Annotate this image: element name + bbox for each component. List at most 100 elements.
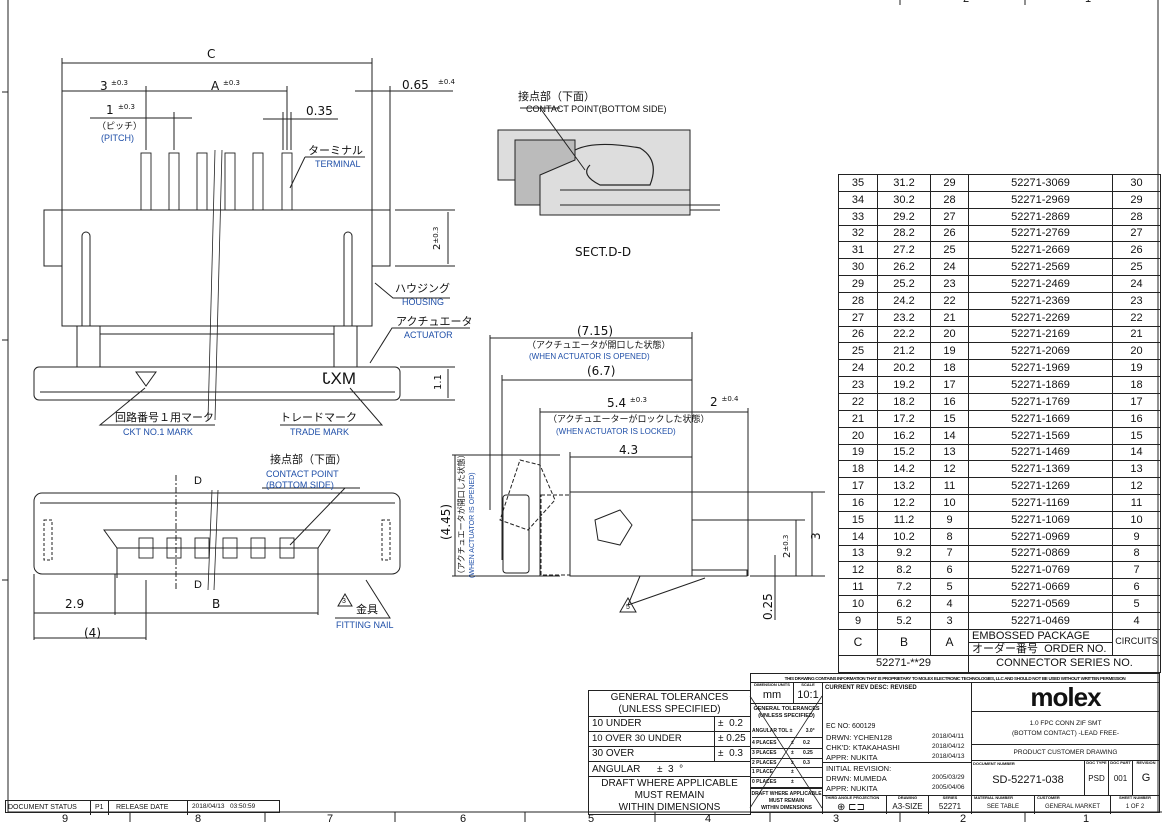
initial-revision — [823, 762, 971, 763]
cell-circuits: 10 — [1112, 510, 1161, 529]
opened-en-vertical: (WHEN ACTUATOR IS OPENED) — [469, 472, 476, 578]
cell-b: 17.2 — [877, 409, 931, 428]
zone-bottom: 7 — [327, 813, 334, 825]
proprietary-notice: THIS DRAWING CONTAINS INFORMATION THAT I… — [751, 674, 1159, 683]
series-number: 52271-**29 — [838, 654, 969, 673]
zone-bottom: 1 — [1083, 813, 1090, 825]
housing-outline — [61, 209, 373, 327]
cell-order: 52271-1969 — [968, 359, 1113, 378]
bottom-contact-en1: CONTACT POINT — [266, 469, 339, 479]
section-contact-en: CONTACT POINT(BOTTOM SIDE) — [526, 104, 667, 114]
dim-4: (4) — [84, 626, 101, 640]
material-number-value: SEE TABLE — [986, 804, 1020, 810]
description-line-2: (BOTTOM CONTACT) -LEAD FREE- — [1011, 730, 1119, 737]
cell-a: 8 — [930, 527, 969, 546]
dim-3: 3 — [100, 79, 108, 93]
cell-order: 52271-0769 — [968, 561, 1113, 580]
cell-b: 14.2 — [877, 460, 931, 479]
cell-c: 18 — [838, 460, 878, 479]
cell-c: 30 — [838, 258, 878, 277]
cell-c: 15 — [838, 510, 878, 529]
cell-order: 52271-1269 — [968, 477, 1113, 496]
drwn: DRWN: YCHEN128 — [826, 733, 892, 742]
dim-2-side-value: 2 — [710, 395, 718, 409]
cell-a: 5 — [930, 578, 969, 597]
cell-circuits: 11 — [1112, 494, 1161, 512]
cell-b: 18.2 — [877, 392, 931, 411]
cell-c: 34 — [838, 190, 878, 209]
cell-b: 25.2 — [877, 275, 931, 293]
cell-circuits: 29 — [1112, 190, 1161, 209]
document-number: DOCUMENT NUMBER SD-52271-038 — [972, 761, 1085, 795]
cell-circuits: 8 — [1112, 544, 1161, 563]
tolerances-title-1: GENERAL TOLERANCES — [610, 692, 729, 703]
cell-a: 3 — [930, 611, 969, 630]
opened-en: (WHEN ACTUATOR IS OPENED) — [529, 352, 650, 361]
cell-a: 11 — [930, 477, 969, 496]
dim-29: 2.9 — [65, 597, 85, 611]
dim-43: 4.3 — [619, 443, 639, 457]
cell-order: 52271-3069 — [968, 174, 1113, 192]
places-pm: ± — [791, 759, 794, 766]
order-table-header-row: C B A EMBOSSED PACKAGE CIRCUITS — [838, 628, 1161, 656]
cell-c: 20 — [838, 426, 878, 445]
release-date-label: RELEASE DATE — [116, 804, 169, 811]
bottom-strip: THIRD ANGLE PROJECTION ⊕ ⊏⊐ DRAWING A3-S… — [823, 795, 1159, 814]
cell-b: 5.2 — [877, 611, 931, 630]
tolerance-value: ± 0.2 — [714, 717, 750, 732]
dim-065: 0.65 — [402, 78, 429, 92]
dim-715: (7.15) — [577, 324, 614, 338]
actuator-en: ACTUATOR — [404, 330, 453, 340]
cell-b: 7.2 — [877, 578, 931, 597]
drawing-type: PRODUCT CUSTOMER DRAWING — [972, 745, 1159, 761]
doc-part-label: DOC PART — [1110, 760, 1131, 765]
cell-a: 10 — [930, 494, 969, 512]
fitting-nail-en: FITTING NAIL — [336, 620, 394, 630]
cell-circuits: 6 — [1112, 578, 1161, 597]
cell-a: 12 — [930, 460, 969, 479]
contact-points — [138, 537, 295, 559]
cell-c: 27 — [838, 308, 878, 327]
trademark-logo: MXJ — [322, 369, 356, 388]
customer-label: CUSTOMER — [1037, 795, 1060, 800]
general-tolerances-block: GENERAL TOLERANCES (UNLESS SPECIFIED) 10… — [588, 690, 751, 815]
header-package: EMBOSSED PACKAGE — [968, 628, 1113, 643]
cell-b: 6.2 — [877, 595, 931, 613]
cell-c: 9 — [838, 611, 878, 630]
section-contact-jp: 接点部（下面） — [518, 91, 595, 103]
pitch-en: (PITCH) — [101, 133, 134, 143]
places-value: 0.2 — [803, 740, 810, 746]
cell-circuits: 28 — [1112, 207, 1161, 226]
places-row: 2 PLACES±0.3 — [751, 759, 822, 769]
cell-order: 52271-2469 — [968, 275, 1113, 293]
locked-en: (WHEN ACTUATOR IS LOCKED) — [556, 427, 676, 436]
cell-c: 19 — [838, 443, 878, 462]
chkd-date: 2018/04/12 — [932, 743, 965, 750]
drwn-date: 2018/04/11 — [932, 733, 965, 740]
revision: REVISION G — [1133, 761, 1159, 795]
cell-circuits: 18 — [1112, 376, 1161, 394]
cell-a: 27 — [930, 207, 969, 226]
places-row: 3 PLACES±0.25 — [751, 749, 822, 759]
doc-type-label: DOC TYPE — [1086, 760, 1107, 765]
series-value: 52271 — [938, 802, 962, 811]
draft-line-3: WITHIN DIMENSIONS — [618, 802, 721, 813]
projection-symbol-icon: ⊕ ⊏⊐ — [837, 802, 865, 813]
cell-order: 52271-1769 — [968, 392, 1113, 411]
series-label: SERIES — [942, 795, 958, 800]
cell-circuits: 15 — [1112, 426, 1161, 445]
revision-label: REVISION — [1136, 760, 1156, 765]
cell-circuits: 27 — [1112, 224, 1161, 243]
cell-c: 32 — [838, 224, 878, 243]
init-appr: APPR: NUKITA — [826, 784, 878, 793]
cell-b: 29.2 — [877, 207, 931, 226]
tolerance-row: 10 UNDER ± 0.2 — [589, 717, 750, 732]
header-a: A — [930, 628, 969, 656]
pm: ± — [718, 748, 724, 759]
cell-order: 52271-0669 — [968, 578, 1113, 597]
cell-a: 14 — [930, 426, 969, 445]
